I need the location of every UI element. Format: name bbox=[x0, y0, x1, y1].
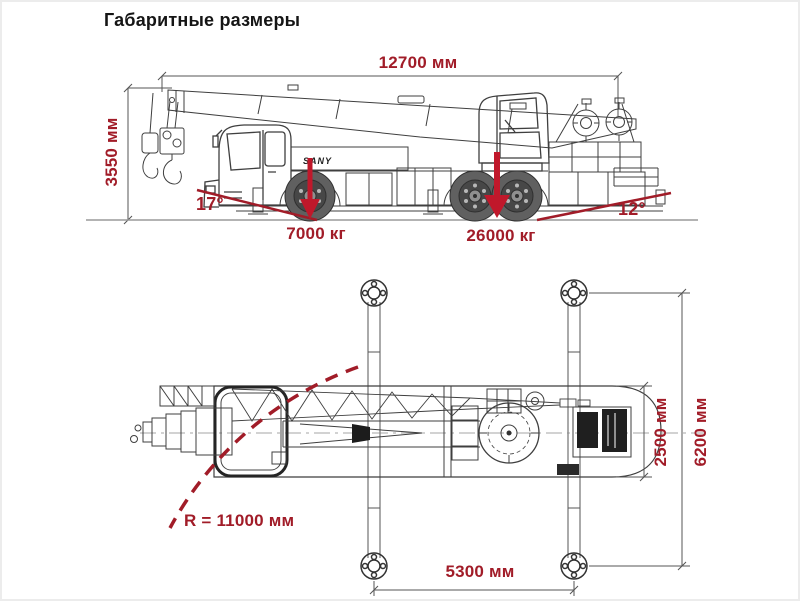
front-axle-load-label: 7000 кг bbox=[286, 224, 346, 243]
hook-ball bbox=[141, 92, 159, 179]
turning-radius-arc bbox=[168, 365, 359, 529]
plan-vent-box bbox=[486, 388, 522, 414]
rear-superstructure bbox=[548, 97, 666, 206]
side-view-dimension-lines bbox=[123, 71, 623, 225]
plan-view-drawing bbox=[130, 279, 705, 596]
plan-counterweight bbox=[557, 406, 632, 475]
plan-dimension-lines bbox=[369, 288, 690, 596]
plan-boom-truss bbox=[231, 388, 591, 422]
departure-angle-line bbox=[536, 191, 672, 222]
outrigger-base-label: 5300 мм bbox=[445, 562, 515, 581]
truck-cab bbox=[203, 124, 292, 208]
rear-axle-arrow-icon bbox=[484, 152, 510, 218]
plan-boom-tip bbox=[130, 407, 233, 456]
rear-wheel-2 bbox=[491, 170, 543, 222]
departure-angle-label: 12° bbox=[618, 199, 646, 219]
outrigger-pads bbox=[360, 279, 588, 580]
rear-axle-load-label: 26000 кг bbox=[466, 226, 536, 245]
plan-cab bbox=[213, 385, 289, 478]
plan-jib-arm bbox=[159, 385, 215, 407]
plan-body-outline bbox=[213, 385, 662, 478]
approach-angle-label: 17° bbox=[196, 194, 224, 214]
plan-boom-tube bbox=[282, 420, 480, 448]
approach-angle-line bbox=[196, 188, 318, 222]
length-dimension-label: 12700 мм bbox=[378, 53, 458, 72]
wheels bbox=[284, 170, 543, 222]
outrigger-beams bbox=[367, 302, 581, 558]
height-dimension-label: 3550 мм bbox=[102, 117, 121, 187]
brand-logo: SANY bbox=[303, 156, 332, 166]
vehicle-width-label: 2500 мм bbox=[651, 397, 670, 467]
side-view-drawing: SANY bbox=[86, 71, 698, 225]
boom-side bbox=[167, 84, 637, 149]
plan-turntable bbox=[451, 391, 545, 464]
turning-radius-label: R = 11000 мм bbox=[184, 511, 295, 530]
operator-cab bbox=[478, 92, 550, 172]
outrigger-span-label: 6200 мм bbox=[691, 397, 710, 467]
front-axle-arrow-icon bbox=[300, 158, 320, 219]
page-title: Габаритные размеры bbox=[104, 10, 301, 30]
hook-block bbox=[159, 100, 185, 185]
plan-frame-lines bbox=[443, 386, 452, 477]
